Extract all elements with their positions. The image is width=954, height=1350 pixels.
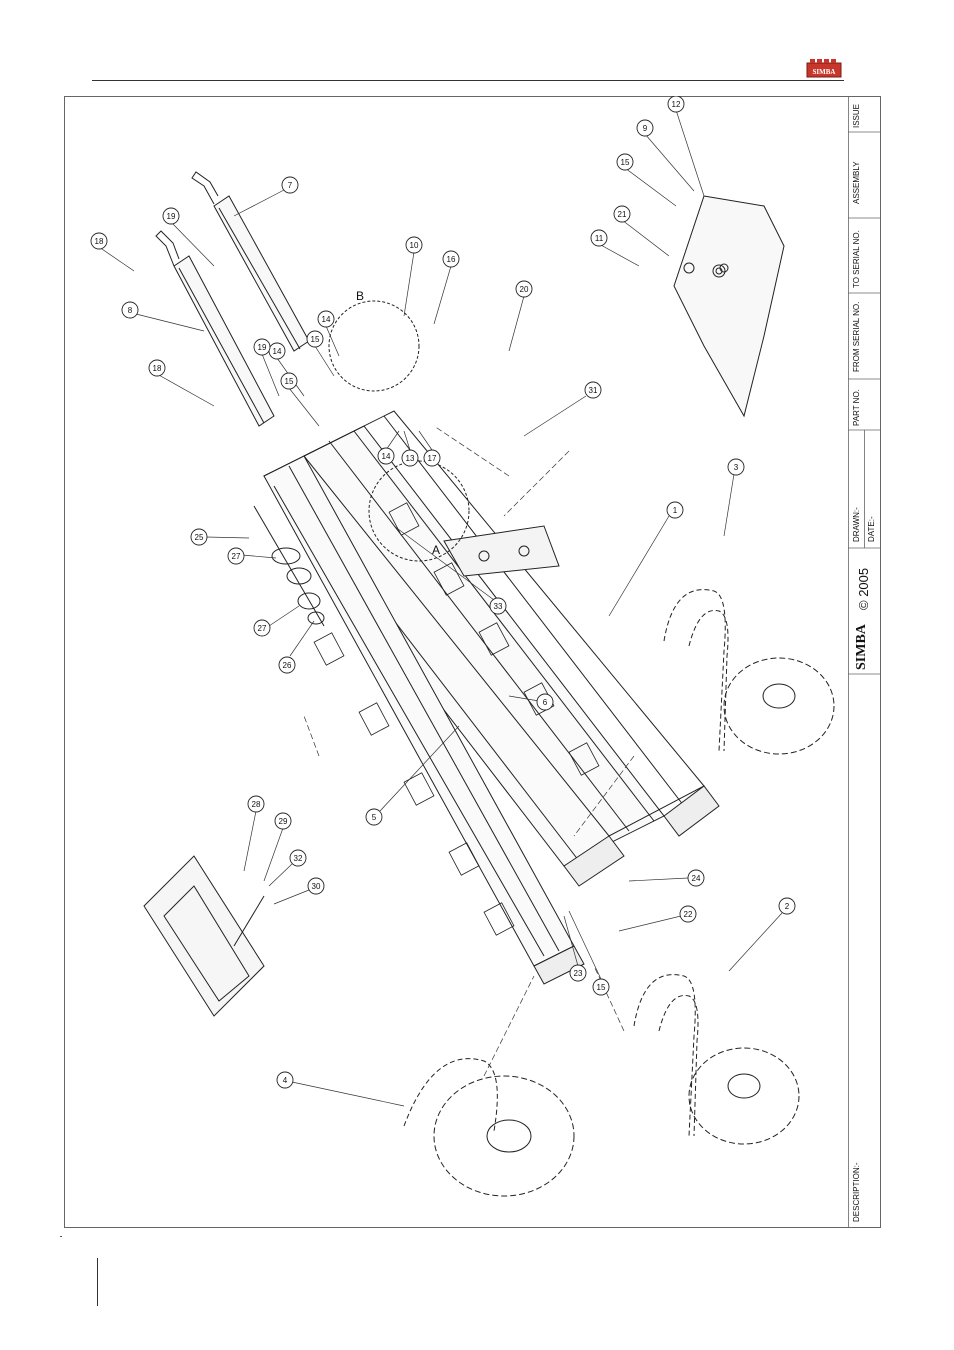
svg-text:15: 15 <box>311 335 320 344</box>
svg-text:2: 2 <box>785 902 790 911</box>
callout: 26 <box>279 621 314 673</box>
svg-text:33: 33 <box>494 602 503 611</box>
callout: 7 <box>234 177 298 216</box>
callout: 25 <box>191 529 249 545</box>
callout: 11 <box>591 230 639 266</box>
callout: 31 <box>524 382 601 436</box>
svg-text:14: 14 <box>382 452 391 461</box>
svg-text:1: 1 <box>673 506 678 515</box>
svg-text:9: 9 <box>643 124 648 133</box>
callout: 27 <box>228 548 276 564</box>
svg-text:30: 30 <box>312 882 321 891</box>
svg-text:3: 3 <box>734 463 739 472</box>
callout: 16 <box>434 251 459 324</box>
side-mounting-block <box>144 856 264 1016</box>
svg-text:26: 26 <box>283 661 292 670</box>
issue-label: ISSUE <box>852 104 861 128</box>
svg-text:10: 10 <box>410 241 419 250</box>
svg-text:14: 14 <box>322 315 331 324</box>
title-block: ISSUE ASSEMBLY TO SERIAL NO. FROM SERIAL… <box>848 96 881 1228</box>
svg-text:28: 28 <box>252 800 261 809</box>
callout: 21 <box>614 206 669 256</box>
headstock-plate <box>444 526 559 576</box>
svg-text:27: 27 <box>258 624 267 633</box>
svg-text:SIMBA: SIMBA <box>813 68 836 76</box>
svg-text:22: 22 <box>684 910 693 919</box>
svg-text:24: 24 <box>692 874 701 883</box>
svg-text:18: 18 <box>95 237 104 246</box>
part-no-label: PART NO. <box>852 389 861 426</box>
disc-leg-4 <box>404 1059 574 1196</box>
header-rule <box>92 80 844 81</box>
from-serial-label: FROM SERIAL NO. <box>852 302 861 372</box>
date-label: DATE:- <box>867 516 876 542</box>
svg-text:15: 15 <box>621 158 630 167</box>
callout: 15 <box>617 154 676 206</box>
svg-text:18: 18 <box>153 364 162 373</box>
svg-text:14: 14 <box>273 347 282 356</box>
callout: 15 <box>281 373 319 426</box>
detail-label-b: B <box>356 289 364 303</box>
svg-text:15: 15 <box>285 377 294 386</box>
svg-text:29: 29 <box>279 817 288 826</box>
svg-text:8: 8 <box>128 306 133 315</box>
description-label: DESCRIPTION:- <box>852 1162 861 1222</box>
svg-text:31: 31 <box>589 386 598 395</box>
callout: 24 <box>629 870 704 886</box>
svg-text:4: 4 <box>283 1076 288 1085</box>
callout: 10 <box>404 237 422 316</box>
drawn-label: DRAWN:- <box>852 507 861 542</box>
callout: 20 <box>509 281 532 351</box>
svg-text:15: 15 <box>597 983 606 992</box>
svg-text:25: 25 <box>195 533 204 542</box>
mounting-bracket <box>674 196 784 416</box>
page-mark <box>60 1236 62 1237</box>
svg-text:12: 12 <box>672 100 681 109</box>
svg-text:19: 19 <box>258 343 267 352</box>
callout: 4 <box>277 1072 404 1106</box>
callout: 12 <box>668 96 704 196</box>
callout: 13 <box>402 431 418 466</box>
callout: 15 <box>307 331 334 376</box>
svg-text:27: 27 <box>232 552 241 561</box>
svg-text:32: 32 <box>294 854 303 863</box>
callout: 8 <box>122 302 204 331</box>
svg-text:16: 16 <box>447 255 456 264</box>
to-serial-label: TO SERIAL NO. <box>852 230 861 288</box>
callout: 22 <box>619 906 696 931</box>
callout: 3 <box>724 459 744 536</box>
callout: 1 <box>609 502 683 616</box>
disc-leg-2 <box>634 975 799 1144</box>
svg-text:19: 19 <box>167 212 176 221</box>
disc-leg-3 <box>664 590 834 754</box>
callout: 9 <box>637 120 694 191</box>
assembly-label: ASSEMBLY <box>852 161 861 204</box>
callout: 29 <box>264 813 291 881</box>
callout: 30 <box>274 878 324 904</box>
detail-circle-b <box>329 301 419 391</box>
svg-text:5: 5 <box>372 813 377 822</box>
callout: 32 <box>269 850 306 886</box>
simba-logo: SIMBA <box>806 58 842 80</box>
svg-text:17: 17 <box>428 454 437 463</box>
callout: 18 <box>91 233 134 271</box>
exploded-assembly-drawing: B A 12 9 15 21 11 7 19 18 8 10 16 14 15 … <box>64 96 848 1228</box>
svg-text:11: 11 <box>595 234 604 243</box>
callout: 28 <box>244 796 264 871</box>
callout: 18 <box>149 360 214 406</box>
callout: 2 <box>729 898 795 971</box>
callout: 17 <box>419 431 440 466</box>
svg-text:21: 21 <box>618 210 627 219</box>
callout: 27 <box>254 606 299 636</box>
svg-text:13: 13 <box>406 454 415 463</box>
svg-text:7: 7 <box>288 181 293 190</box>
svg-text:6: 6 <box>543 698 548 707</box>
svg-text:20: 20 <box>520 285 529 294</box>
svg-text:23: 23 <box>574 969 583 978</box>
copyright-text: © 2005 <box>856 568 871 610</box>
footer-rule <box>97 1258 98 1306</box>
title-block-logo: SIMBA <box>854 624 870 670</box>
